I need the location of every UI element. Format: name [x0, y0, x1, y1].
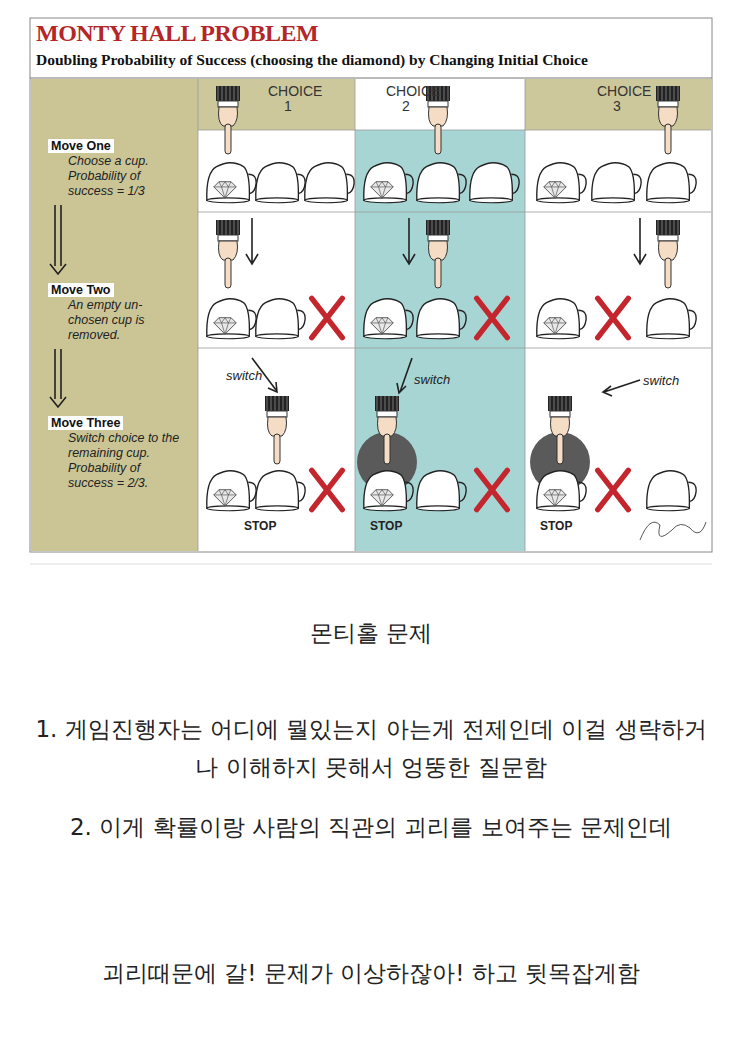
step-arrow	[50, 205, 66, 274]
step-heading: Move Three	[48, 416, 123, 430]
choice-header: CHOICE 1	[268, 84, 308, 113]
switch-label: switch	[414, 372, 450, 387]
stop-label: STOP	[370, 519, 402, 533]
move-step: Move OneChoose a cup. Probability of suc…	[48, 136, 208, 199]
switch-label: switch	[226, 368, 262, 383]
diagram-title: MONTY HALL PROBLEM	[36, 20, 324, 47]
step-arrow	[50, 349, 66, 407]
page-heading: 몬티홀 문제	[26, 614, 716, 652]
choice-label: CHOICE 1	[268, 84, 308, 113]
stop-label: STOP	[244, 519, 276, 533]
diagram-frame: MONTY HALL PROBLEM Doubling Probability o…	[30, 18, 712, 552]
note-text: 2. 이게 확률이랑 사람의 직관의 괴리를 보여주는 문제인데	[26, 808, 716, 846]
step-description: Choose a cup. Probability of success = 1…	[68, 154, 180, 199]
choice-label: CHOICE 3	[597, 84, 637, 113]
step-description: An empty un-chosen cup is removed.	[68, 298, 180, 343]
choice-header: CHOICE 3	[597, 84, 637, 113]
choice-header: CHOICE 2	[386, 84, 426, 113]
step-heading: Move One	[48, 139, 114, 153]
move-step: Move TwoAn empty un-chosen cup is remove…	[48, 280, 208, 343]
step-arrow-line	[50, 205, 66, 274]
note-text: 1. 게임진행자는 어디에 뭘있는지 아는게 전제인데 이걸 생략하거나 이해하…	[26, 710, 716, 786]
switch-label: switch	[643, 373, 679, 388]
step-arrow-line	[50, 349, 66, 407]
diagram-subtitle: Doubling Probability of Success (choosin…	[36, 51, 588, 69]
note-text: 괴리때문에 갈! 문제가 이상하잖아! 하고 뒷목잡게함	[26, 954, 716, 992]
move-step: Move ThreeSwitch choice to the remaining…	[48, 413, 208, 491]
step-description: Switch choice to the remaining cup. Prob…	[68, 431, 180, 491]
choice-label: CHOICE 2	[386, 84, 426, 113]
step-heading: Move Two	[48, 283, 114, 297]
stop-label: STOP	[540, 519, 572, 533]
